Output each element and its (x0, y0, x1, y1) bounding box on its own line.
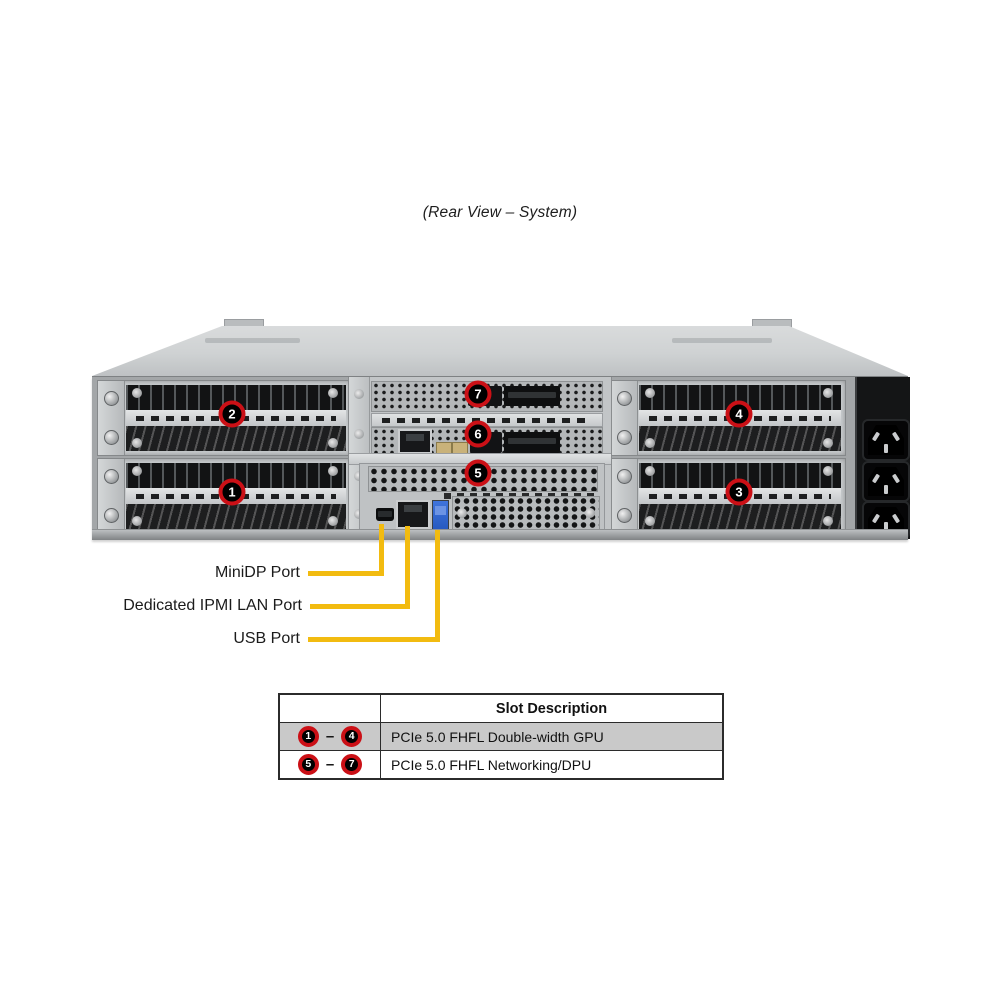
chassis-bottom-rail (92, 529, 908, 540)
thumbscrew (104, 391, 119, 406)
screw (328, 516, 338, 526)
rear-io-panel (359, 463, 605, 534)
slot-table: Slot Description 1 – 4 PCIe 5.0 FHFL Dou… (278, 693, 724, 780)
pcie-bay-slot4 (610, 380, 846, 456)
vent-fins (639, 504, 841, 529)
pcie-bay-slot1 (97, 458, 351, 534)
inlet-pin (884, 522, 888, 531)
top-seam (205, 338, 300, 343)
screw (328, 438, 338, 448)
inlet-pin (884, 444, 888, 453)
thumbscrew (617, 430, 632, 445)
thumbscrew (617, 508, 632, 523)
bay-bracket (611, 459, 638, 533)
screw (132, 388, 142, 398)
screw (823, 438, 833, 448)
screw (132, 438, 142, 448)
top-seam (672, 338, 772, 343)
port-pins (406, 434, 424, 441)
table-description-cell: PCIe 5.0 FHFL Networking/DPU (391, 756, 592, 773)
vent-fins (639, 426, 841, 451)
screw (585, 508, 595, 518)
table-row: 5 – 7 PCIe 5.0 FHFL Networking/DPU (280, 750, 722, 778)
screw (645, 438, 655, 448)
chassis-rear-face (92, 376, 910, 540)
vent-dashes (382, 417, 592, 423)
screw (645, 466, 655, 476)
vent-fins (126, 504, 346, 529)
callout-4: 4 (725, 400, 753, 428)
bay-bracket (98, 459, 125, 533)
psu-panel (855, 377, 910, 539)
thumbscrew (617, 391, 632, 406)
port-pins (404, 505, 422, 512)
vent-fins (126, 426, 346, 451)
thumbscrew (617, 469, 632, 484)
screw (328, 388, 338, 398)
table-row: 1 – 4 PCIe 5.0 FHFL Double-width GPU (280, 722, 722, 750)
callout-3: 3 (725, 478, 753, 506)
screw (132, 466, 142, 476)
screw (823, 466, 833, 476)
chassis-tab-right (752, 319, 792, 328)
lan-port (398, 429, 432, 454)
callout-5-badge: 5 (297, 754, 319, 775)
table-header-row: Slot Description (280, 695, 722, 722)
callout-line-ipmi (310, 604, 410, 609)
callout-line-ipmi (405, 526, 410, 609)
usb-tongue (435, 506, 446, 515)
bay-bracket (611, 381, 638, 455)
port-slot (508, 438, 556, 444)
screw (823, 388, 833, 398)
callout-line-minidp (308, 571, 384, 576)
screw (132, 516, 142, 526)
chassis-tab-left (224, 319, 264, 328)
range-dash: – (325, 756, 335, 773)
inlet-pin (884, 485, 888, 494)
port-label-ipmi: Dedicated IPMI LAN Port (123, 597, 302, 614)
callout-2: 2 (218, 400, 246, 428)
qsfp-port (504, 386, 560, 406)
callout-7-badge: 7 (341, 754, 363, 775)
range-dash: – (325, 728, 335, 745)
power-inlet-2 (862, 461, 910, 502)
screw (645, 388, 655, 398)
callout-line-minidp (379, 524, 384, 576)
screw (354, 429, 364, 439)
table-header-description-cell: Slot Description (495, 700, 608, 717)
port-slot (508, 392, 556, 398)
thumbscrew (104, 508, 119, 523)
vent-panel (452, 496, 600, 531)
callout-1-badge: 1 (297, 726, 319, 747)
callout-6: 6 (464, 420, 492, 448)
page-title: (Rear View – System) (422, 204, 578, 221)
screw (645, 516, 655, 526)
callout-line-usb (308, 637, 440, 642)
screw (354, 389, 364, 399)
screw (823, 516, 833, 526)
table-slot-range-cell: 5 – 7 (280, 751, 381, 778)
screw (328, 466, 338, 476)
port-label-minidp: MiniDP Port (214, 564, 300, 581)
table-slot-range-cell: 1 – 4 (280, 723, 381, 750)
callout-line-usb (435, 530, 440, 642)
callout-4-badge: 4 (341, 726, 363, 747)
callout-5: 5 (464, 459, 492, 487)
port-label-usb: USB Port (233, 630, 300, 647)
screw (457, 508, 467, 518)
chassis-top-face (92, 326, 908, 376)
minidp-port (376, 508, 394, 521)
qsfp-port (504, 432, 560, 453)
power-inlet-1 (862, 419, 910, 461)
thumbscrew (104, 469, 119, 484)
callout-7: 7 (464, 380, 492, 408)
table-description-cell: PCIe 5.0 FHFL Double-width GPU (391, 728, 604, 745)
bay-bracket (98, 381, 125, 455)
ipmi-lan-port (396, 500, 430, 529)
port-slot (378, 511, 392, 517)
table-header-slots-cell (280, 695, 381, 722)
callout-1: 1 (218, 478, 246, 506)
thumbscrew (104, 430, 119, 445)
